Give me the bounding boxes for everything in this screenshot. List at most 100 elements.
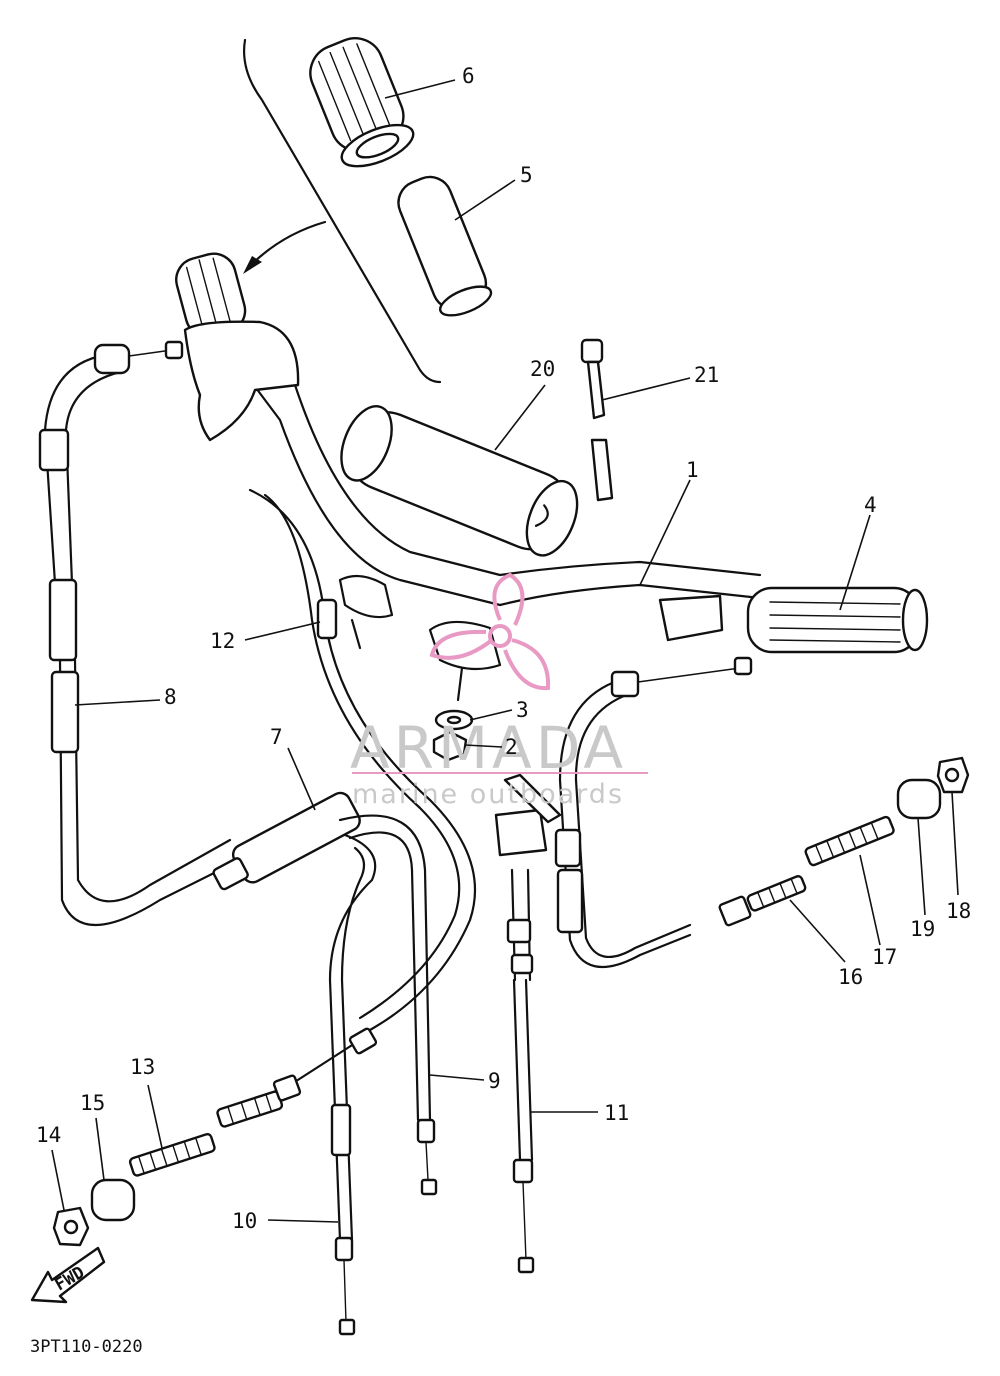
cable-11-end [512, 1158, 534, 1184]
callout-1-leader [639, 479, 691, 586]
callout-7: 7 [270, 725, 283, 749]
inset-arrow-head [243, 256, 262, 274]
inset-divider-line [243, 38, 442, 384]
sleeve-5-drawing [397, 175, 493, 317]
cable-10-end-a [330, 1103, 352, 1157]
callout-17: 17 [872, 945, 897, 969]
callout-10-leader [267, 1219, 339, 1223]
watermark-brand: ARMADA [350, 714, 627, 782]
nut-2-drawing [432, 730, 468, 762]
callout-3: 3 [516, 698, 529, 722]
cable-12-drawing [248, 488, 477, 1032]
callout-18-leader [951, 791, 959, 896]
callout-4: 4 [864, 493, 877, 517]
callout-20: 20 [530, 357, 555, 381]
cable-9-drawing [338, 814, 432, 1122]
nut-15-drawing [90, 1178, 136, 1222]
callout-5: 5 [520, 163, 533, 187]
cable-11-ferrule-a [506, 918, 532, 944]
cable-8-sleeve-c [50, 670, 80, 754]
washer-14-hole [63, 1219, 79, 1235]
cable-9-tip [420, 1178, 438, 1196]
spring-17-drawing [804, 815, 895, 867]
cable-8-sleeve-a [38, 428, 70, 472]
cable-10-drawing [328, 833, 377, 1242]
cable-13-crimp [272, 1074, 302, 1102]
callout-8-leader [74, 699, 161, 706]
callout-2: 2 [505, 735, 518, 759]
watermark: ARMADA marine outboards [350, 572, 648, 810]
callout-20-leader [494, 384, 546, 451]
nut-19-drawing [896, 778, 942, 820]
callout-7-leader [287, 747, 316, 811]
strap-21-drawing [580, 338, 614, 502]
spring-13b-drawing [216, 1090, 284, 1128]
cable-11-tip [517, 1256, 535, 1274]
grip-6-drawing [309, 37, 415, 168]
callout-16-leader [789, 899, 846, 963]
cable-10-tip [338, 1318, 356, 1336]
callout-6-leader [384, 79, 456, 99]
drive-11-fitting [494, 808, 548, 857]
callout-18: 18 [946, 899, 971, 923]
callout-14: 14 [36, 1123, 61, 1147]
cable-8-end [164, 340, 184, 360]
cable-8-drawing [43, 353, 242, 927]
propeller-logo [429, 572, 551, 691]
cable-16-inner-top [637, 667, 741, 683]
watermark-tagline: marine outboards [352, 779, 624, 810]
cable-16-sleeve-a [554, 828, 582, 868]
callout-12: 12 [210, 629, 235, 653]
spring-13-drawing [128, 1132, 216, 1177]
cable-10-end-b [334, 1236, 354, 1262]
callout-13: 13 [130, 1055, 155, 1079]
cable-11-drawing [510, 868, 534, 1162]
callout-12-leader [244, 621, 321, 641]
cable-16-sleeve-b [556, 868, 584, 934]
callout-21: 21 [694, 363, 719, 387]
callout-3-leader [469, 709, 513, 721]
left-grip-drawing [175, 252, 247, 338]
drawing-code: 3PT110-0220 [30, 1337, 143, 1357]
callout-2-leader [464, 744, 503, 748]
spring-16-drawing [746, 875, 807, 912]
left-throttle-housing [183, 320, 300, 442]
washer-18-hole [944, 767, 960, 783]
callout-4-leader [839, 514, 871, 611]
callout-13-leader [147, 1084, 163, 1149]
cable-16-ferrule [610, 670, 640, 698]
grip-4-drawing [658, 586, 929, 654]
callout-15-leader [95, 1117, 105, 1181]
callout-19-leader [917, 817, 926, 916]
callout-17-leader [859, 854, 881, 946]
cable-12-sleeve [316, 598, 338, 640]
washer-3-hole [446, 715, 462, 725]
cable-13-wire [288, 1038, 362, 1087]
callout-10: 10 [232, 1209, 257, 1233]
fwd-arrow: FWD [30, 1246, 106, 1304]
callout-15: 15 [80, 1091, 105, 1115]
callout-16: 16 [838, 965, 863, 989]
clamp-bolt-right [456, 666, 464, 702]
callout-21-leader [601, 377, 691, 401]
cable-8-sleeve-b [48, 578, 78, 662]
callout-14-leader [51, 1149, 65, 1211]
clamp-bolt-left [350, 618, 362, 650]
handlebar-1-drawing [248, 378, 762, 607]
callout-8: 8 [164, 685, 177, 709]
callout-9-leader [429, 1074, 485, 1081]
handlebar-clamp [338, 574, 394, 619]
drive-11-lever [503, 773, 562, 824]
handlebar-clamp-right [428, 620, 502, 671]
cable-16-crimp [718, 895, 752, 927]
cable-9-inner [425, 1141, 429, 1181]
junction-7-drawing [212, 791, 361, 891]
cable-16-drawing [558, 678, 692, 969]
cable-11-ferrule-b [510, 953, 534, 975]
callout-11: 11 [604, 1101, 629, 1125]
callout-6: 6 [462, 64, 475, 88]
callout-9: 9 [488, 1069, 501, 1093]
callout-19: 19 [910, 917, 935, 941]
cover-20-drawing [340, 405, 579, 557]
